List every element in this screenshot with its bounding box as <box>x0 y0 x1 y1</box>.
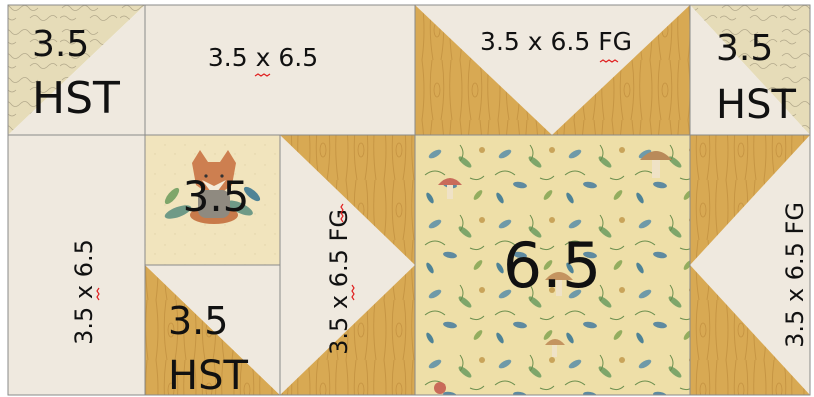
fg-center-vertical-block: 3.5 x 6.5 FG <box>280 135 415 395</box>
fg-center-vertical-label: 3.5 x 6.5 FG <box>325 209 353 355</box>
hst-top-right-label-size: 3.5 <box>716 28 773 69</box>
rect-left-vertical-label: 3.5 x 6.5 <box>70 239 98 345</box>
hst-top-right-block: 3.5 HST <box>690 5 810 135</box>
fg-right-vertical-label: 3.5 x 6.5 FG <box>781 202 809 348</box>
fox-square-label: 3.5 <box>183 172 250 221</box>
hst-top-left-label-type: HST <box>32 73 120 124</box>
fg-right-vertical-block: 3.5 x 6.5 FG <box>690 135 810 395</box>
fox-square-block: 3.5 <box>145 135 280 265</box>
hst-top-left-label-size: 3.5 <box>32 24 89 65</box>
hst-top-left-block: 3.5 HST <box>8 5 145 135</box>
fg-top-center-block: 3.5 x 6.5 FG <box>415 5 690 135</box>
hst-top-right-label-type: HST <box>716 82 796 128</box>
hst-center-left-label-size: 3.5 <box>168 299 228 343</box>
fg-top-center-label: 3.5 x 6.5 FG <box>480 27 632 56</box>
center-square-label: 6.5 <box>503 229 602 302</box>
rect-top-left-block: 3.5 x 6.5 <box>145 5 415 135</box>
center-square-block: 6.5 <box>415 135 690 395</box>
rect-left-vertical-block: 3.5 x 6.5 <box>8 135 145 395</box>
hst-center-left-block: 3.5 HST <box>145 265 280 397</box>
hst-center-left-label-type: HST <box>168 353 248 397</box>
rect-top-left-label: 3.5 x 6.5 <box>208 43 318 72</box>
